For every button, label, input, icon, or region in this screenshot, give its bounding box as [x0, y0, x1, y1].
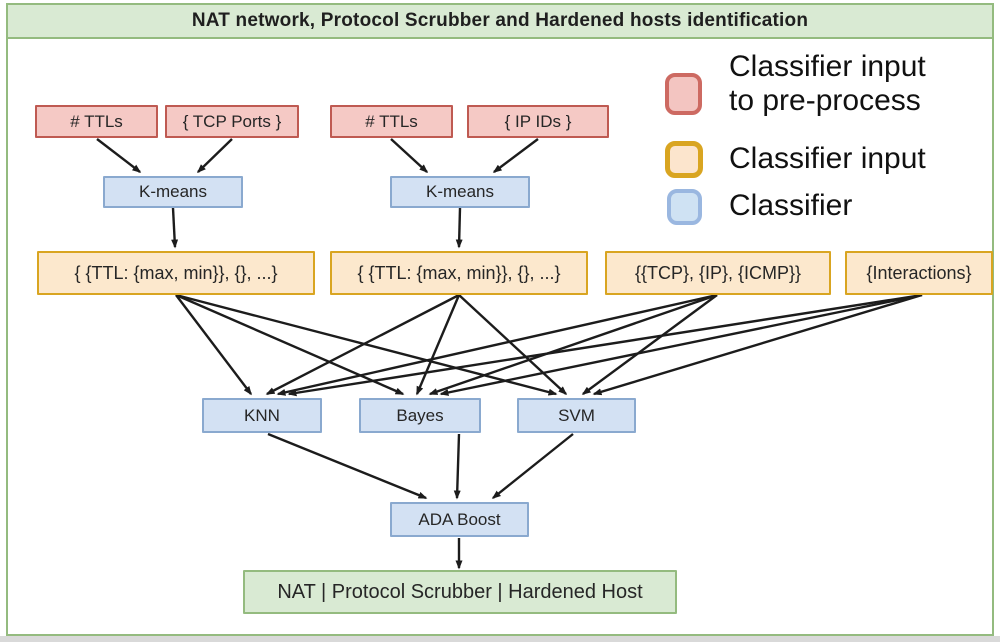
- node-svm: SVM: [517, 398, 636, 433]
- legend-label-preprocess: Classifier input to pre-process: [729, 50, 926, 118]
- legend-label-classifier-input: Classifier input: [729, 142, 926, 176]
- node-interactions: {Interactions}: [845, 251, 993, 295]
- legend-swatch-classifier-icon: [667, 189, 702, 225]
- legend-label-classifier: Classifier: [729, 189, 852, 223]
- legend-label-classifier-line1: Classifier: [729, 189, 853, 222]
- legend-swatch-classifier-input-icon: [665, 141, 703, 178]
- node-tcp-ports: { TCP Ports }: [165, 105, 299, 138]
- node-ttls-1: # TTLs: [35, 105, 158, 138]
- node-knn: KNN: [202, 398, 322, 433]
- diagram-title-bar: NAT network, Protocol Scrubber and Harde…: [8, 5, 992, 39]
- node-ttls-2: # TTLs: [330, 105, 453, 138]
- node-protocol-features: {{TCP}, {IP}, {ICMP}}: [605, 251, 831, 295]
- legend-label-preprocess-line2: to pre-process: [729, 84, 921, 117]
- bottom-gray-strip: [0, 636, 1000, 642]
- node-ttl-features-1: { {TTL: {max, min}}, {}, ...}: [37, 251, 315, 295]
- node-output: NAT | Protocol Scrubber | Hardened Host: [243, 570, 677, 614]
- diagram-title: NAT network, Protocol Scrubber and Harde…: [191, 10, 809, 31]
- node-kmeans-1: K-means: [103, 176, 243, 208]
- node-bayes: Bayes: [359, 398, 481, 433]
- legend-label-preprocess-line1: Classifier input: [729, 50, 926, 83]
- legend-swatch-preprocess-icon: [665, 73, 702, 115]
- node-ttl-features-2: { {TTL: {max, min}}, {}, ...}: [330, 251, 588, 295]
- node-kmeans-2: K-means: [390, 176, 530, 208]
- node-ip-ids: { IP IDs }: [467, 105, 609, 138]
- node-ada-boost: ADA Boost: [390, 502, 529, 537]
- legend-label-classifier-input-line1: Classifier input: [729, 142, 926, 175]
